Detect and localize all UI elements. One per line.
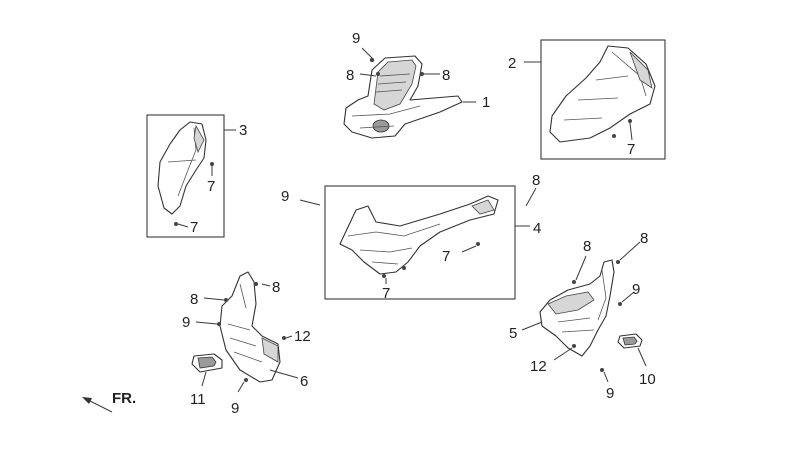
callout-7-part4-right: 7 (442, 248, 450, 265)
callout-10: 10 (639, 371, 656, 388)
callout-5: 5 (509, 325, 517, 342)
part-4-frame (324, 185, 516, 300)
part-11-bracket (191, 353, 223, 387)
callout-2: 2 (508, 55, 516, 72)
callout-9-part1: 9 (352, 30, 360, 47)
front-direction-arrow (82, 397, 113, 413)
callout-7-part3-upper: 7 (207, 178, 215, 195)
front-marker-label: FR. (112, 390, 136, 407)
callout-9-part6: 9 (182, 314, 190, 331)
callout-8-part4: 8 (532, 172, 540, 189)
callout-9-part5: 9 (632, 281, 640, 298)
callout-1: 1 (482, 94, 490, 111)
callout-11: 11 (190, 391, 206, 408)
callout-8-part6-left: 8 (190, 291, 198, 308)
callout-7-part4-lower: 7 (382, 285, 390, 302)
part-2-frame (540, 39, 666, 160)
part-10-bracket (617, 333, 647, 367)
callout-3: 3 (239, 122, 247, 139)
part-4-center-panel (299, 187, 537, 284)
callout-8-part1-right: 8 (442, 67, 450, 84)
callout-9-part4: 9 (281, 188, 289, 205)
callout-8-part6-right: 8 (272, 279, 280, 296)
callout-9-part6-lower: 9 (231, 400, 239, 417)
part-1-upper-cover (343, 47, 476, 139)
callout-4: 4 (533, 220, 541, 237)
part-3-side-panel (157, 121, 236, 228)
callout-12-part5: 12 (530, 358, 547, 375)
callout-8-part5-right: 8 (640, 230, 648, 247)
callout-9-part5-lower: 9 (606, 385, 614, 402)
part-3-frame (146, 114, 225, 238)
callout-7-part2: 7 (627, 141, 635, 158)
part-5-inner-cover (521, 241, 641, 383)
callout-7-part3-lower: 7 (190, 219, 198, 236)
callout-8-part1-left: 8 (346, 67, 354, 84)
part-2-side-cover (524, 45, 656, 143)
part-6-inner-cover (195, 271, 299, 393)
callout-12-part6: 12 (294, 328, 311, 345)
callout-6: 6 (300, 373, 308, 390)
callout-8-part5-left: 8 (583, 238, 591, 255)
